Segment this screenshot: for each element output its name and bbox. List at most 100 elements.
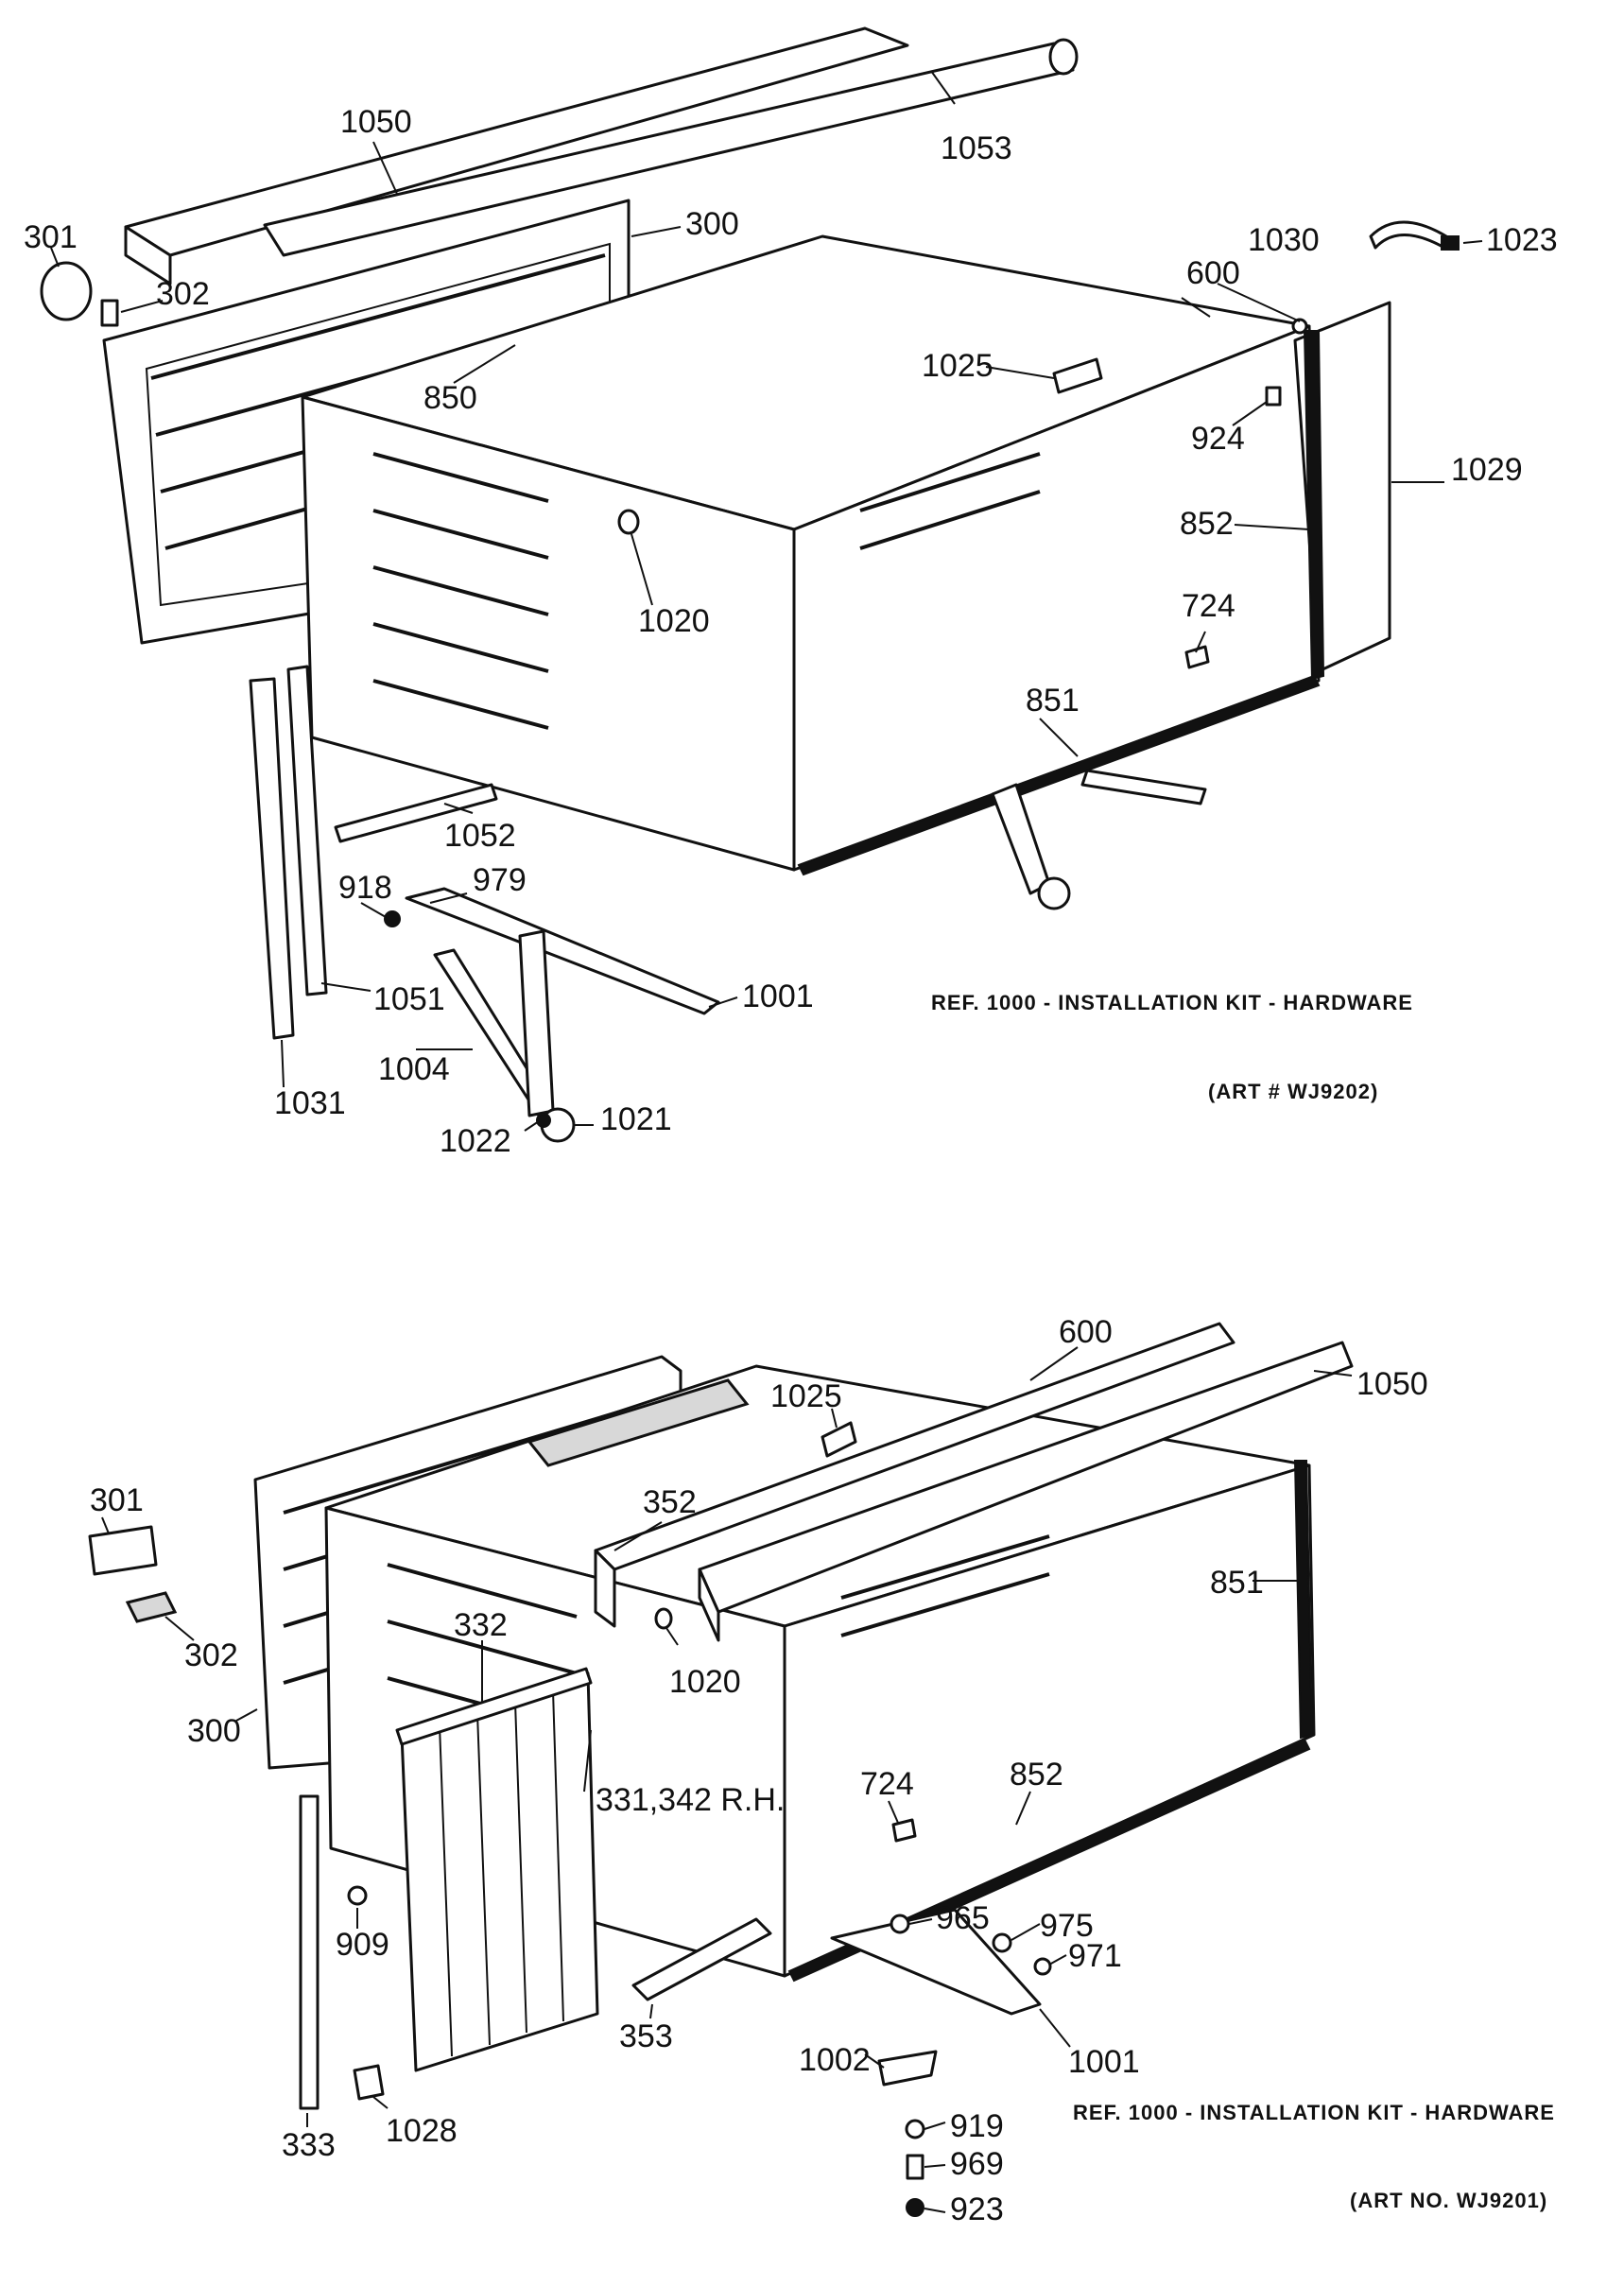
part-rear-leg-assembly [991, 783, 1051, 895]
part-1020b-plug [654, 1607, 673, 1630]
label-1004: 1004 [378, 1051, 450, 1087]
label-971: 971 [1068, 1938, 1122, 1974]
label-1023: 1023 [1486, 222, 1558, 258]
part-724-clip [1184, 645, 1210, 669]
part-851b-seal-strip [1293, 1460, 1314, 1740]
part-1050-top-rail-front [124, 225, 172, 286]
part-333-frame-channel [299, 1794, 320, 2110]
top-caption: REF. 1000 - INSTALLATION KIT - HARDWARE [931, 991, 1413, 1014]
part-331-342-curtain-pleats [439, 1689, 564, 2057]
part-918-nut [384, 910, 401, 927]
label-332: 332 [454, 1607, 508, 1643]
label-979: 979 [473, 862, 527, 898]
part-923-nut [906, 2198, 924, 2217]
label-1053: 1053 [941, 130, 1012, 166]
part-850b-foam-strip [527, 1378, 750, 1467]
part-302b-knob-cover [125, 1591, 178, 1623]
part-1001-support-bar [405, 887, 720, 1015]
label-331-342-rh: 331,342 R.H. [596, 1782, 785, 1818]
label-1051: 1051 [373, 981, 445, 1017]
label-1020b: 1020 [669, 1664, 741, 1700]
label-1031: 1031 [274, 1085, 346, 1121]
label-301b: 301 [90, 1482, 144, 1518]
label-919: 919 [950, 2108, 1004, 2144]
part-1052-bottom-rail [334, 783, 498, 843]
part-1025-bracket [1052, 357, 1103, 394]
part-1030-screw [1291, 318, 1308, 335]
label-1021: 1021 [600, 1101, 672, 1137]
label-1028: 1028 [386, 2113, 458, 2149]
part-301-knob [40, 261, 93, 321]
label-918: 918 [338, 870, 392, 906]
part-1022-foot-pad [536, 1113, 551, 1128]
bottom-assembly [88, 1322, 1354, 2217]
top-art-number: (ART # WJ9202) [1208, 1080, 1378, 1103]
bottom-art-number: (ART NO. WJ9201) [1350, 2189, 1547, 2212]
label-909: 909 [336, 1927, 389, 1963]
label-1001b: 1001 [1068, 2044, 1140, 2080]
part-332-curtain-top [395, 1667, 593, 1746]
label-1050b: 1050 [1356, 1366, 1428, 1402]
part-600-cabinet-back [792, 324, 1321, 872]
label-352: 352 [643, 1484, 697, 1520]
label-600: 600 [1186, 255, 1240, 291]
part-1053-tube-end [1048, 38, 1079, 76]
label-1022: 1022 [440, 1123, 511, 1159]
part-302-clip [100, 299, 119, 327]
part-971-screw [1033, 1957, 1052, 1976]
part-1051-side-angle [286, 665, 328, 996]
label-850: 850 [423, 380, 477, 416]
label-724: 724 [1182, 588, 1235, 624]
label-301: 301 [24, 219, 78, 255]
label-1025: 1025 [922, 348, 993, 384]
label-851b: 851 [1210, 1565, 1264, 1601]
top-assembly [40, 26, 1483, 1143]
part-1020-plug [617, 509, 640, 535]
part-600-inner-coil [859, 452, 1041, 550]
part-975-screw [992, 1932, 1012, 1953]
part-924-clip [1265, 386, 1282, 407]
part-969-bolt [906, 2154, 924, 2180]
label-300b: 300 [187, 1713, 241, 1749]
part-600b-cabinet-back [783, 1464, 1316, 1978]
label-1052: 1052 [444, 818, 516, 854]
part-909-grommet [347, 1885, 368, 1906]
label-969: 969 [950, 2146, 1004, 2182]
label-333: 333 [282, 2127, 336, 2163]
part-919-washer [905, 2119, 925, 2139]
label-353: 353 [619, 2018, 673, 2054]
label-924: 924 [1191, 421, 1245, 457]
label-1002: 1002 [799, 2042, 871, 2078]
label-600b: 600 [1059, 1314, 1113, 1350]
part-1031-side-angle [249, 677, 295, 1040]
label-1029: 1029 [1451, 452, 1523, 488]
top-leader-lines [50, 70, 1483, 1132]
part-1050b-top-rail-front [698, 1568, 720, 1642]
label-1020: 1020 [638, 603, 710, 639]
label-851: 851 [1026, 683, 1080, 719]
part-965-screw [890, 1914, 910, 1934]
part-600b-inner-coil [840, 1534, 1050, 1637]
part-353-bottom-rail [631, 1917, 772, 2001]
label-724b: 724 [860, 1766, 914, 1802]
part-rear-leg-foot [1037, 876, 1071, 910]
label-852: 852 [1180, 506, 1234, 542]
label-1030: 1030 [1248, 222, 1320, 258]
label-923: 923 [950, 2191, 1004, 2227]
part-1023-harness-plug [1441, 235, 1460, 251]
label-852b: 852 [1010, 1757, 1063, 1793]
label-975: 975 [1040, 1908, 1094, 1944]
label-300: 300 [685, 206, 739, 242]
bottom-part-labels: 600 1050 1025 301 352 851 302 1020 332 3… [90, 1314, 1554, 2227]
part-1002-clip [877, 2050, 938, 2087]
label-302: 302 [156, 276, 210, 312]
part-1028-bracket [353, 2064, 385, 2101]
part-852-seal-strip [1303, 330, 1325, 681]
part-301b-switch-knob [88, 1525, 158, 1576]
label-1050: 1050 [340, 104, 412, 140]
part-1023-harness [1369, 220, 1448, 250]
part-724b-clip [891, 1818, 917, 1843]
label-1001: 1001 [742, 979, 814, 1014]
part-1050-top-rail [124, 26, 909, 257]
